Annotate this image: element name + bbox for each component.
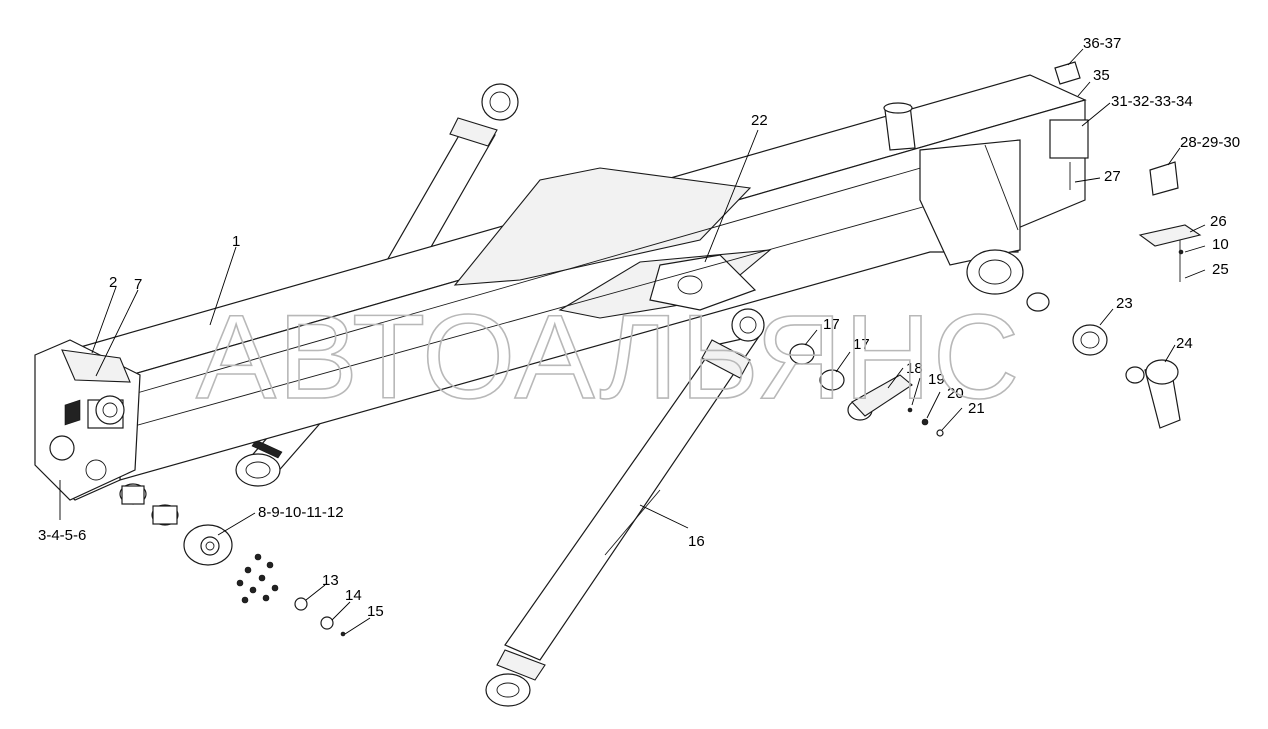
callout-22: 22: [751, 112, 768, 129]
callout-10: 10: [1212, 236, 1229, 253]
boom-body: [34, 74, 1087, 501]
callout-28-29-30: 28-29-30: [1180, 134, 1240, 151]
callout-23: 23: [1116, 295, 1133, 312]
callout-19: 19: [928, 371, 945, 388]
callout-24: 24: [1176, 335, 1193, 352]
callout-31-32-33-34: 31-32-33-34: [1111, 93, 1193, 110]
callout-16: 16: [688, 533, 705, 550]
front-pin-assembly: [119, 483, 346, 637]
callout-36-37: 36-37: [1083, 35, 1121, 52]
callout-2: 2: [109, 274, 117, 291]
callout-21: 21: [968, 400, 985, 417]
callout-14: 14: [345, 587, 362, 604]
callout-18: 18: [906, 360, 923, 377]
callout-3-4-5-6: 3-4-5-6: [38, 527, 86, 544]
callout-25: 25: [1212, 261, 1229, 278]
callout-27: 27: [1104, 168, 1121, 185]
watermark: АВТОАЛЬЯНС: [196, 290, 1021, 424]
callout-labels: 1 2 7 3-4-5-6 8-9-10-11-12 13 14 15 16 1…: [38, 35, 1240, 620]
front-hydraulic-cylinder: [485, 308, 765, 707]
callout-17-upper: 17: [823, 316, 840, 333]
callout-20: 20: [947, 385, 964, 402]
cover-plates: [1049, 61, 1202, 282]
leader-lines: [59, 48, 1206, 635]
callout-26: 26: [1210, 213, 1227, 230]
callout-35: 35: [1093, 67, 1110, 84]
callout-7: 7: [134, 276, 142, 293]
callout-15: 15: [367, 603, 384, 620]
callout-8-9-10-11-12: 8-9-10-11-12: [258, 504, 344, 521]
callout-1: 1: [232, 233, 240, 250]
front-head-bracket: [34, 339, 141, 501]
rear-pin-assembly: [1026, 292, 1181, 429]
callout-13: 13: [322, 572, 339, 589]
callout-17-lower: 17: [853, 336, 870, 353]
center-pin-assembly: [789, 343, 944, 437]
